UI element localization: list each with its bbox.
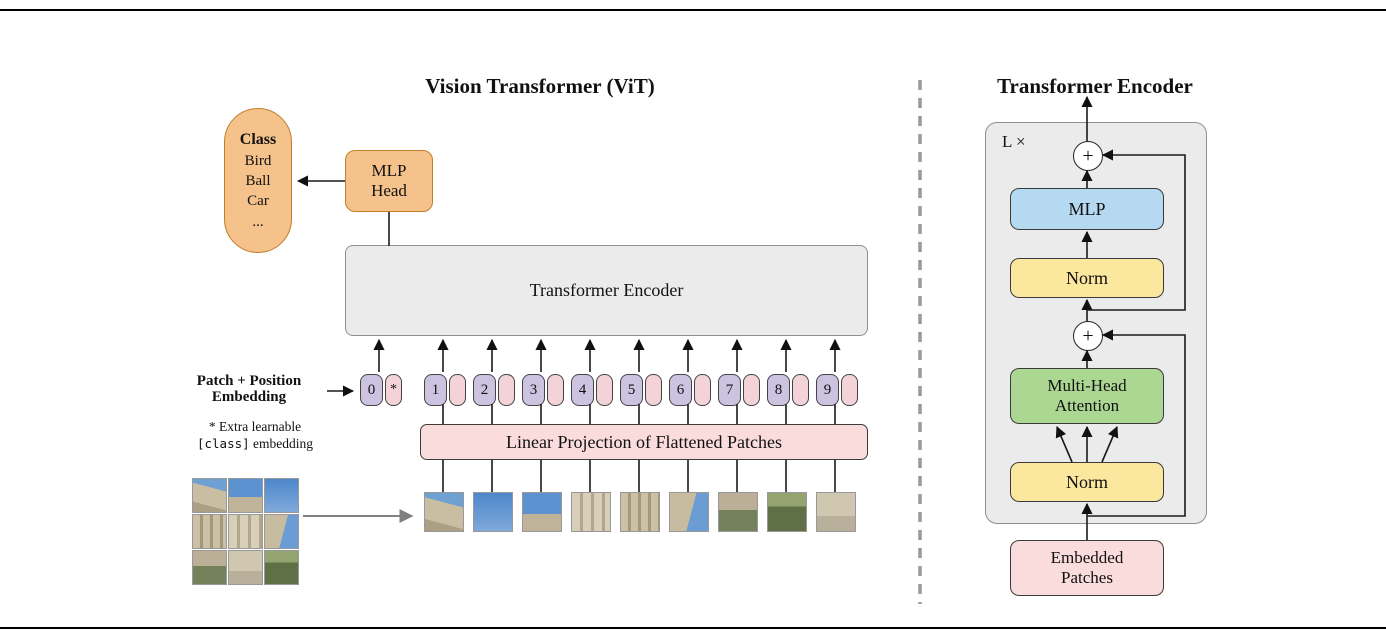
image-patch: [718, 492, 758, 532]
residual-add-circle-bottom: +: [1073, 321, 1103, 351]
residual-add-circle-top: +: [1073, 141, 1103, 171]
image-patch: [767, 492, 807, 532]
position-embedding-pill: 6: [669, 374, 692, 406]
grid-patch: [228, 514, 263, 549]
patch-embedding-pill: [498, 374, 515, 406]
image-patch: [669, 492, 709, 532]
transformer-encoder-label: Transformer Encoder: [529, 280, 684, 301]
class-item: Bird: [244, 152, 272, 169]
token-8: 8: [767, 374, 809, 406]
grid-patch: [228, 478, 263, 513]
embedded-patches-box: Embedded Patches: [1010, 540, 1164, 596]
class-token-note: * Extra learnable [class] embedding: [196, 419, 314, 451]
patch-embedding-pill: [743, 374, 760, 406]
patch-position-embedding-label: Patch + Position Embedding: [196, 373, 302, 405]
image-patch: [571, 492, 611, 532]
class-code: [class]: [196, 436, 250, 451]
class-label: Class: [239, 131, 277, 149]
token-2: 2: [473, 374, 515, 406]
plus-icon: +: [1082, 145, 1094, 167]
token-7: 7: [718, 374, 760, 406]
patch-embedding-pill: [596, 374, 613, 406]
plus-icon: +: [1082, 325, 1094, 347]
grid-patch: [228, 550, 263, 585]
position-embedding-pill: 5: [620, 374, 643, 406]
patch-embedding-pill: [694, 374, 711, 406]
image-patch: [473, 492, 513, 532]
position-embedding-pill: 8: [767, 374, 790, 406]
image-patch: [620, 492, 660, 532]
grid-patch: [264, 550, 299, 585]
multi-head-attention-box: Multi-Head Attention: [1010, 368, 1164, 424]
norm-box-top: Norm: [1010, 258, 1164, 298]
grid-patch: [264, 514, 299, 549]
figure-bottom-border: [0, 627, 1386, 629]
position-embedding-pill: 4: [571, 374, 594, 406]
grid-patch: [192, 478, 227, 513]
linear-projection-box: Linear Projection of Flattened Patches: [420, 424, 868, 460]
mlp-head-box: MLP Head: [345, 150, 433, 212]
image-patch: [816, 492, 856, 532]
position-embedding-pill: 1: [424, 374, 447, 406]
linear-projection-label: Linear Projection of Flattened Patches: [506, 431, 782, 452]
grid-patch: [192, 514, 227, 549]
position-embedding-pill: 0: [360, 374, 383, 406]
class-output-box: Class Bird Ball Car ...: [224, 108, 292, 253]
class-item: Car: [247, 193, 269, 210]
token-5: 5: [620, 374, 662, 406]
position-embedding-pill: 2: [473, 374, 496, 406]
figure-top-border: [0, 9, 1386, 11]
class-item: Ball: [245, 173, 271, 190]
encoder-title: Transformer Encoder: [997, 74, 1193, 98]
vit-title: Vision Transformer (ViT): [425, 74, 655, 98]
mlp-box: MLP: [1010, 188, 1164, 230]
position-embedding-pill: 9: [816, 374, 839, 406]
token-1: 1: [424, 374, 466, 406]
repeat-label: L ×: [1002, 132, 1026, 151]
token-3: 3: [522, 374, 564, 406]
patch-embedding-pill: [645, 374, 662, 406]
grid-patch: [192, 550, 227, 585]
patch-embedding-pill: [841, 374, 858, 406]
token-9: 9: [816, 374, 858, 406]
transformer-encoder-box: Transformer Encoder: [345, 245, 868, 336]
image-patch: [424, 492, 464, 532]
patch-embedding-pill: [547, 374, 564, 406]
norm-box-bottom: Norm: [1010, 462, 1164, 502]
token-0: 0 *: [360, 374, 402, 406]
position-embedding-pill: 3: [522, 374, 545, 406]
image-patch: [522, 492, 562, 532]
class-item: ...: [252, 213, 264, 230]
patch-embedding-pill: [449, 374, 466, 406]
patch-embedding-pill: [792, 374, 809, 406]
token-4: 4: [571, 374, 613, 406]
patch-embedding-pill: *: [385, 374, 402, 406]
token-6: 6: [669, 374, 711, 406]
grid-patch: [264, 478, 299, 513]
position-embedding-pill: 7: [718, 374, 741, 406]
